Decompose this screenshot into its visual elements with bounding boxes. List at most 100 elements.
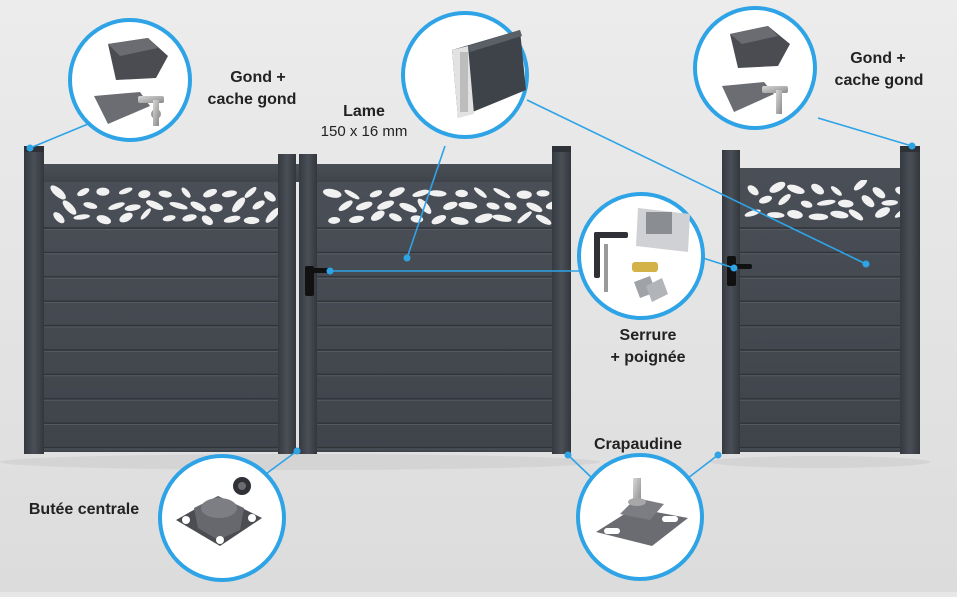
leaf-cutout — [428, 190, 447, 197]
leaf-cutout — [201, 215, 213, 226]
leaf-cutout — [830, 186, 842, 196]
leaf-cutout — [758, 195, 773, 204]
leaf-cutout — [872, 187, 886, 199]
top-rail — [40, 164, 555, 182]
leaf-cutout — [118, 187, 133, 195]
leaf-cutout — [53, 212, 65, 224]
right-leaf — [317, 182, 552, 452]
leaf-pattern-right — [322, 187, 552, 225]
left-post — [24, 150, 44, 454]
hinge-cap-icon — [722, 26, 790, 114]
leaf-cutout — [431, 214, 447, 225]
leaf-cutout — [443, 201, 458, 210]
right-leaf-slats — [317, 227, 552, 450]
leaf-cutout — [516, 190, 532, 199]
gate-handle-icon — [305, 266, 314, 296]
label-gond-left-line1: Gond + — [230, 69, 286, 86]
floor-pivot-bracket-icon — [596, 478, 688, 546]
double-gate — [24, 146, 571, 454]
leaf-pattern-left — [50, 185, 278, 226]
label-gond-left-line2: cache gond — [208, 91, 297, 108]
label-lame-size: 150 x 16 mm — [321, 123, 408, 140]
leaf-cutout — [169, 201, 188, 210]
leaf-cutout — [830, 210, 849, 219]
leaf-cutout — [62, 200, 77, 215]
leaf-cutout — [895, 186, 900, 196]
leaf-cutout — [244, 186, 257, 198]
gate-handle-lever-icon — [310, 268, 332, 273]
ground-shadow — [0, 454, 600, 470]
leaf-cutout — [83, 202, 98, 209]
leaf-cutout — [77, 188, 90, 197]
pedestrian-post-left — [722, 150, 740, 454]
leaf-cutout — [203, 188, 218, 198]
leaf-cutout — [124, 204, 141, 212]
central-stop-icon — [176, 477, 262, 546]
leaf-cutout — [190, 201, 206, 212]
leaf-cutout — [265, 207, 278, 223]
leaf-cutout — [119, 212, 133, 223]
lock-handle-icon — [594, 208, 690, 302]
central-post-a — [278, 154, 296, 454]
post-cap — [900, 146, 920, 152]
leaf-cutout — [458, 201, 478, 210]
leaf-cutout — [787, 210, 803, 219]
leaf-cutout — [881, 199, 899, 206]
leaf-cutout — [349, 215, 365, 223]
leaf-cutout — [517, 211, 532, 224]
pedestrian-leaf — [740, 168, 900, 452]
label-butee-centrale: Butée centrale — [29, 501, 139, 518]
left-leaf — [44, 182, 278, 452]
leaf-cutout — [338, 200, 353, 212]
leaf-cutout — [377, 200, 395, 210]
leaf-cutout — [162, 215, 176, 222]
leaf-cutout — [767, 212, 785, 218]
pedestrian-gate — [722, 146, 920, 454]
leaf-cutout — [787, 184, 805, 194]
leaf-cutout — [181, 187, 191, 198]
leaf-cutout — [894, 206, 900, 218]
callout-blade — [401, 11, 529, 139]
leaf-cutout — [96, 215, 112, 225]
leaf-cutout — [389, 213, 402, 222]
leaf-cutout — [536, 190, 550, 197]
leaf-cutout — [209, 203, 223, 213]
ground-shadow-right — [710, 456, 930, 468]
leaf-cutout — [328, 217, 341, 224]
leaf-cutout — [816, 199, 836, 206]
leaf-cutout — [492, 214, 512, 222]
leaf-cutout — [853, 180, 868, 191]
leaf-cutout — [356, 201, 373, 211]
label-gond-right-line1: Gond + — [850, 50, 906, 67]
leaf-cutout — [232, 197, 246, 213]
leaf-cutout — [504, 202, 517, 211]
leaf-cutout — [861, 195, 875, 208]
post-cap — [24, 146, 44, 152]
callout-lock — [577, 192, 705, 320]
leaf-cutout — [389, 187, 405, 198]
pedestrian-post-right — [900, 150, 920, 454]
label-serrure-line1: Serrure — [620, 327, 677, 344]
callout-central-stop — [158, 454, 286, 582]
leaf-cutout — [848, 209, 864, 221]
leaf-cutout — [263, 191, 276, 202]
leaf-cutout — [369, 190, 383, 198]
leaf-cutout — [140, 208, 151, 220]
leaf-cutout — [223, 215, 241, 223]
gate-handle-icon — [727, 256, 736, 286]
hinge-cap-icon — [94, 38, 168, 126]
leaf-cutout — [322, 188, 342, 198]
leaf-cutout — [450, 217, 469, 225]
leaf-cutout — [138, 190, 151, 199]
label-lame: Lame — [343, 103, 385, 120]
leaf-cutout — [875, 207, 890, 218]
leaf-cutout — [837, 199, 854, 208]
leaf-cutout — [769, 181, 786, 193]
leaf-cutout — [221, 190, 237, 198]
right-post — [552, 150, 571, 454]
leaf-cutout — [486, 202, 500, 210]
leaf-cutout — [182, 214, 197, 222]
leaf-cutout — [370, 210, 385, 221]
leaf-cutout — [811, 183, 824, 195]
